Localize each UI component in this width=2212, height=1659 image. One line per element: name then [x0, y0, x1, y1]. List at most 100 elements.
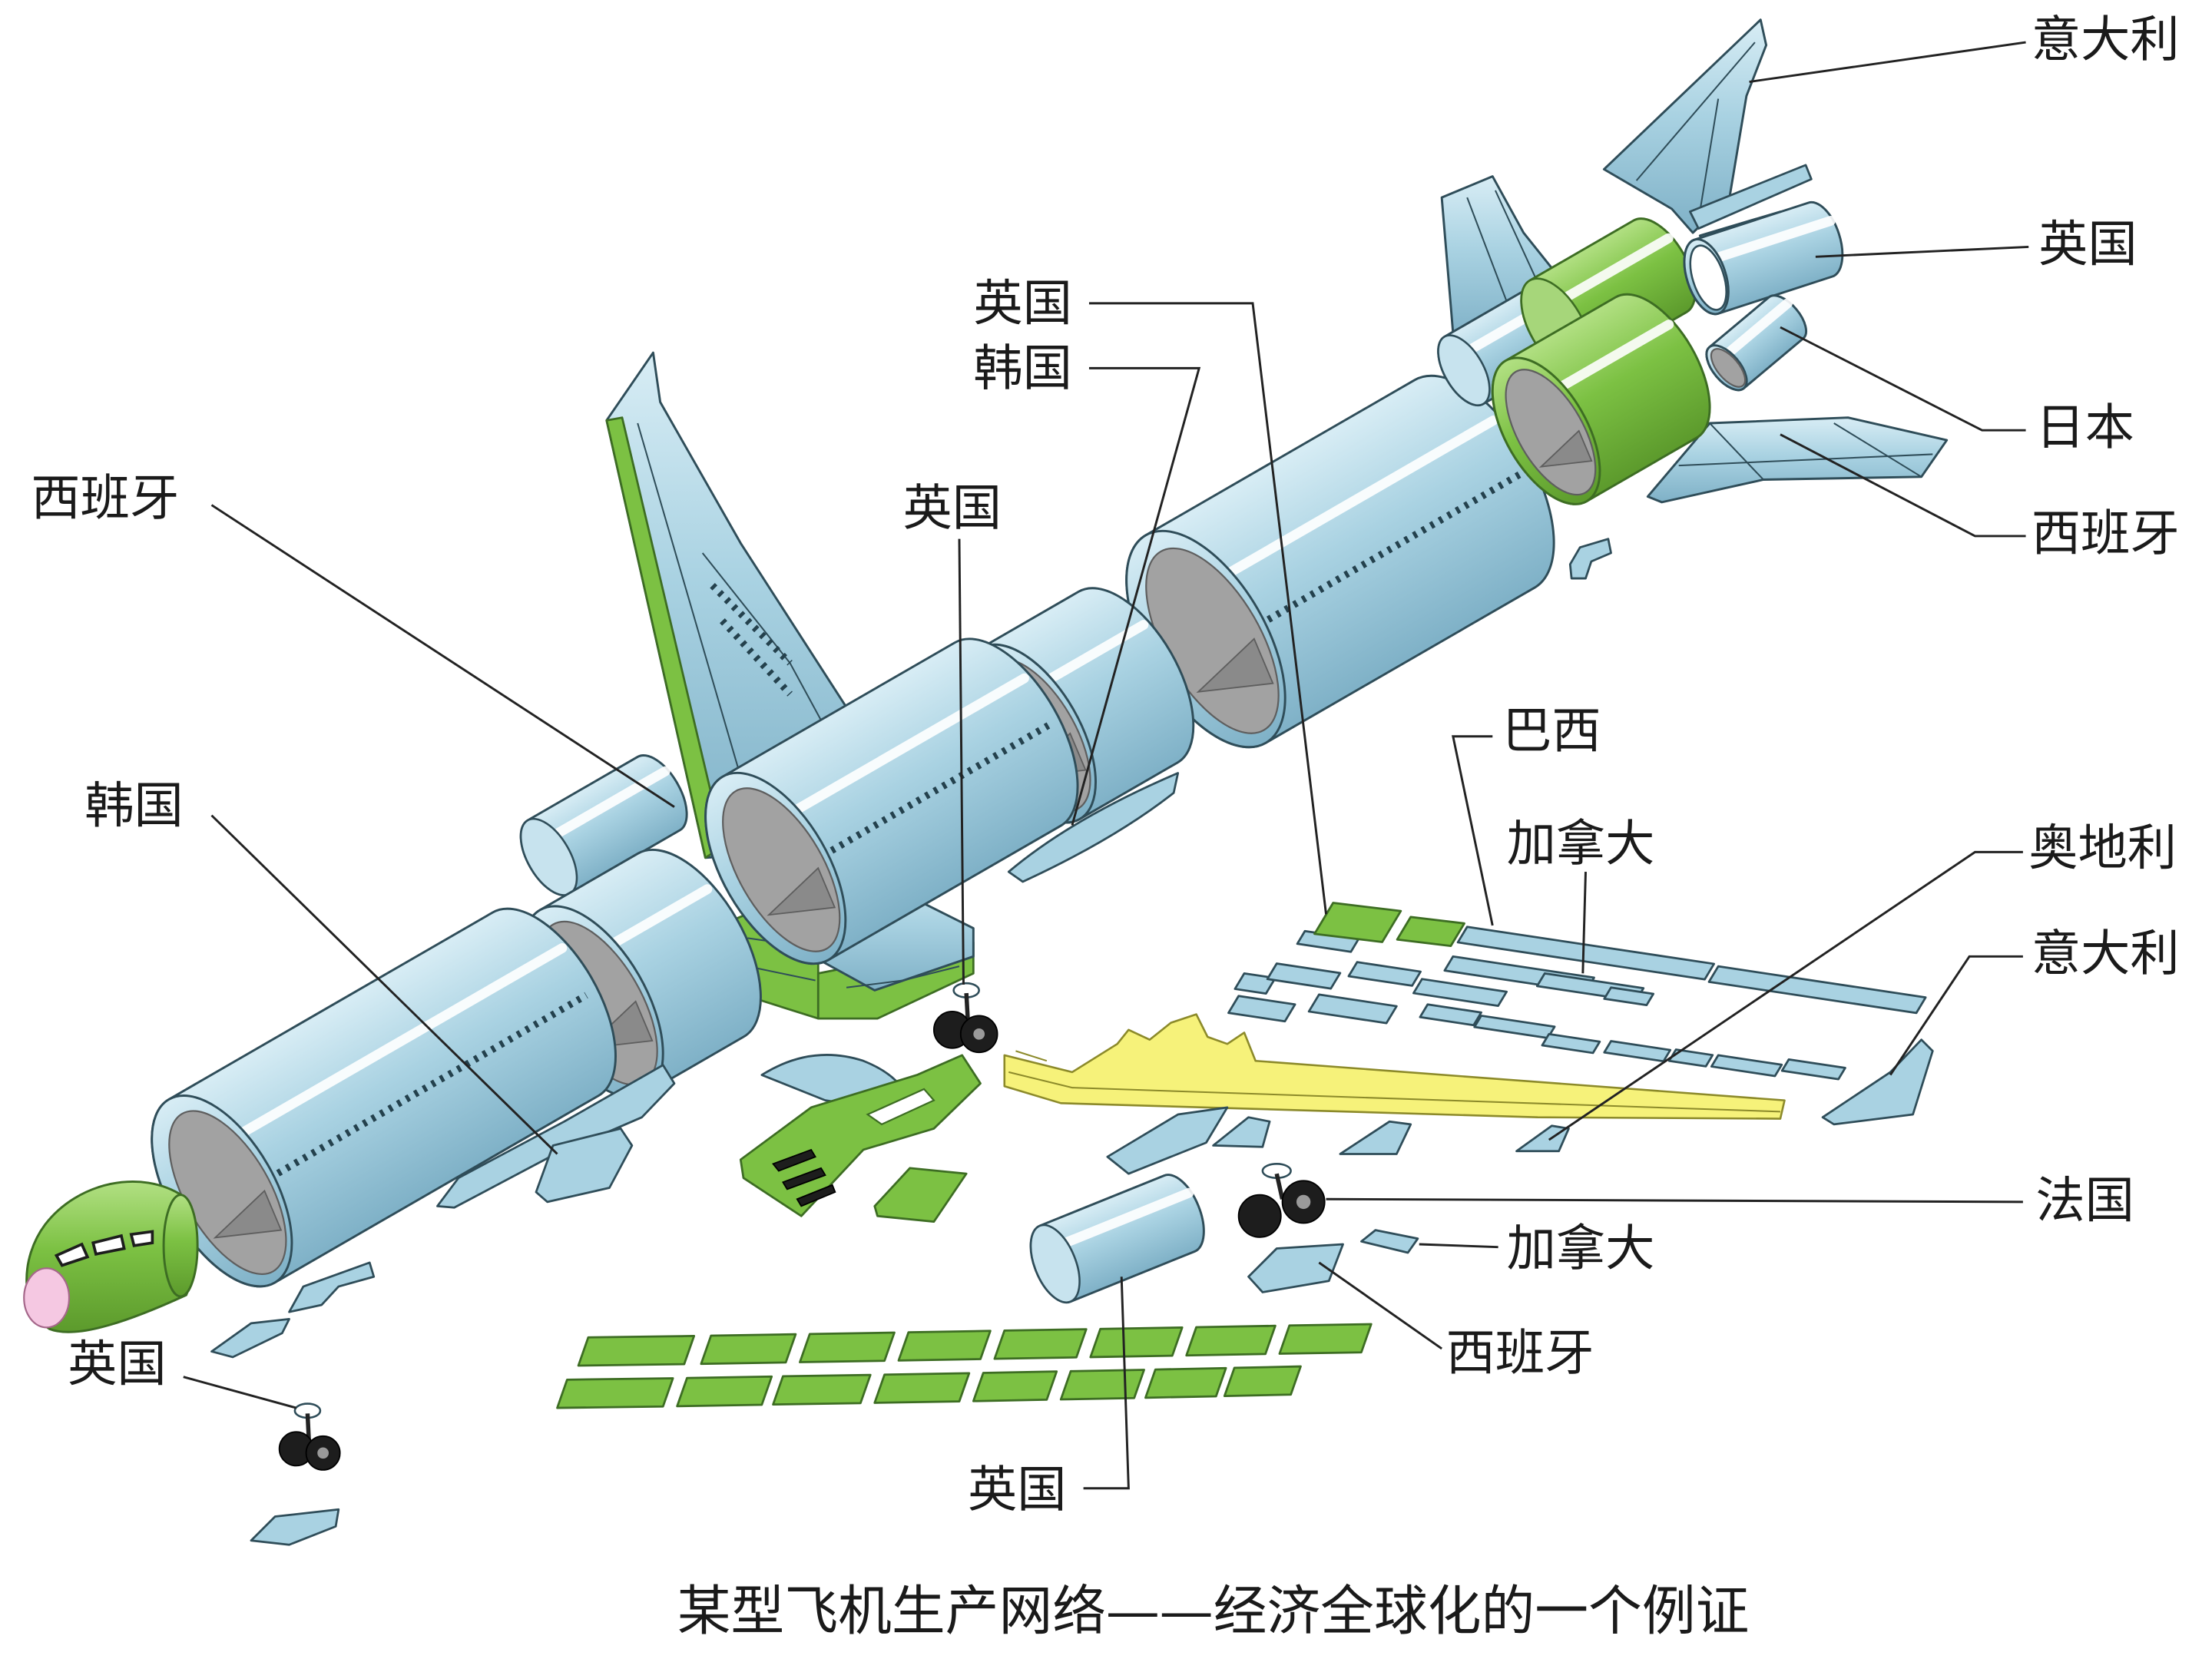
leader-line: [1083, 1277, 1130, 1490]
small-green-panel: [873, 1167, 968, 1223]
section-interior: [1710, 348, 1747, 388]
section-end-cap: [1437, 334, 1491, 406]
label-spain-door: 西班牙: [1446, 1324, 1594, 1382]
wing-skin-panel: [1233, 972, 1277, 995]
green-strip-panel: [993, 1328, 1088, 1360]
green-strip-panel: [972, 1370, 1058, 1402]
gear-strut: [964, 992, 970, 1019]
small-door-part: [250, 1508, 340, 1546]
label-france: 法国: [2035, 1172, 2134, 1230]
main-landing-gear-right: [1237, 1163, 1326, 1238]
highlight-stripe: [546, 766, 671, 842]
label-korea-ring: 韩国: [973, 339, 1072, 397]
spar-line: [1015, 1050, 1048, 1062]
green-strip-panel: [1059, 1369, 1145, 1401]
highlight-stripe: [1209, 415, 1498, 587]
wing-skin-panel: [1603, 986, 1655, 1007]
vertical-stabilizer-panel: [1602, 18, 1768, 234]
leader-line: [958, 538, 965, 985]
wing-skin-panel: [1707, 965, 1927, 1015]
label-canada-plate: 加拿大: [1507, 1220, 1655, 1278]
wing-skin-panel: [1307, 993, 1398, 1025]
floor-slot: [772, 1148, 816, 1172]
cockpit-window: [54, 1242, 90, 1267]
label-uk-main-gear: 英国: [903, 479, 1002, 537]
gear-hub: [973, 1028, 985, 1040]
label-spain-stabilizer: 西班牙: [2032, 505, 2180, 562]
section-end-cap: [1029, 1224, 1081, 1304]
small-door-part: [288, 1261, 376, 1313]
stabilizer-rib: [1709, 422, 1764, 481]
green-strip-panel: [799, 1331, 896, 1363]
floor-slot: [782, 1167, 826, 1190]
leader-line: [1780, 326, 2026, 432]
green-strip-panel: [897, 1330, 992, 1362]
green-wing-plate: [1396, 916, 1465, 948]
small-plate: [1360, 1229, 1419, 1254]
wingtip-piece: [1821, 1038, 1934, 1126]
label-italy-stabilizer: 意大利: [2032, 11, 2180, 68]
tail-cone-section: [1491, 293, 1711, 505]
label-uk-tail-engine: 英国: [2038, 216, 2137, 273]
wing-panels: [1227, 902, 1927, 1081]
nose-landing-gear: [278, 1402, 341, 1471]
highlight-stripe: [595, 884, 713, 956]
leader-line: [1071, 366, 1201, 826]
green-strip-panel: [1223, 1365, 1302, 1398]
label-uk-nose-gear: 英国: [68, 1336, 167, 1393]
leader-line: [183, 1376, 297, 1409]
wing-skin-panel: [1412, 978, 1508, 1007]
cockpit-window: [129, 1230, 154, 1247]
floor-opening: [866, 1088, 935, 1126]
wing-root-grid: [846, 965, 960, 988]
highlight-stripe: [1555, 233, 1674, 306]
label-uk-nacelle: 英国: [968, 1462, 1067, 1519]
fuselage-front-section: [151, 907, 617, 1288]
main-landing-gear-left: [933, 982, 998, 1054]
leader-line: [210, 504, 675, 808]
wing-root-grid: [747, 965, 816, 982]
fairing-panel: [535, 1128, 634, 1204]
small-door-part: [210, 1317, 290, 1359]
label-brazil: 巴西: [1502, 702, 1601, 760]
floor-slot: [796, 1184, 836, 1207]
fuselage-wing-section: [704, 637, 1079, 965]
green-strip-panel: [1185, 1324, 1277, 1357]
gear-hub: [317, 1447, 329, 1459]
horizontal-stabilizer: [1646, 416, 1949, 504]
wing-skin-panel: [1419, 1003, 1482, 1027]
nose-cone: [23, 1181, 199, 1333]
leader-line: [210, 814, 558, 1155]
label-austria: 奥地利: [2028, 820, 2177, 877]
nose-radome: [23, 1267, 71, 1329]
spar-line: [1008, 1071, 1780, 1113]
green-strip-panels: [556, 1323, 1373, 1409]
wing-skin-panel: [1541, 1032, 1601, 1055]
leader-line: [1548, 850, 2023, 1141]
leader-line: [1749, 41, 2026, 83]
fuselage-rear-section: [1125, 374, 1555, 749]
gear-hub: [1296, 1194, 1311, 1210]
highlight-stripe: [1721, 298, 1793, 360]
tail-engine-cone: [1683, 200, 1844, 316]
gear-wheel: [1237, 1194, 1282, 1238]
green-strip-panel: [1278, 1323, 1373, 1355]
leader-line: [1318, 1261, 1442, 1350]
floor-panel: [739, 1054, 982, 1217]
wing-skin-panel: [1780, 1058, 1846, 1081]
leader-line: [1326, 1197, 2023, 1204]
wing-flap-track: [710, 582, 793, 666]
green-strip-panel: [676, 1375, 773, 1408]
flap-piece: [1339, 1120, 1412, 1155]
highlight-stripe: [1707, 216, 1836, 264]
flap-piece: [1106, 1106, 1229, 1175]
interior-floor: [1538, 429, 1593, 468]
fairing-panel: [436, 1064, 676, 1209]
interior-floor: [213, 1189, 283, 1239]
flap-piece: [1515, 1124, 1570, 1153]
fuselage-and-engine-sections: [151, 200, 1844, 1304]
green-strip-panel: [700, 1333, 797, 1366]
interior-floor: [1196, 637, 1274, 694]
vertical-stabilizer: [1602, 18, 1768, 234]
